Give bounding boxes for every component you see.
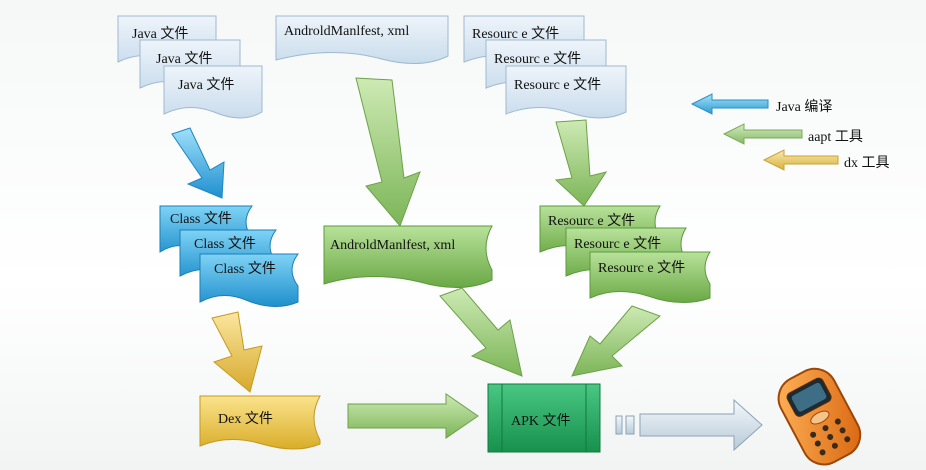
arrow-class-to-dex [211, 311, 263, 393]
resource-compiled-doc-3 [589, 251, 711, 304]
arrow-manifest-aapt [355, 77, 421, 227]
arrow-resource-aapt [554, 119, 608, 207]
resource-compiled-stack [539, 205, 711, 304]
arrow-apk-to-phone [615, 398, 763, 452]
apk-file-label: APK 文件 [511, 414, 571, 429]
legend-arrow-aapt [722, 123, 803, 145]
class-file-label-3: Class 文件 [214, 262, 276, 277]
resource-file-stack [463, 15, 627, 119]
manifest-source-doc [275, 15, 449, 65]
java-file-doc-3 [163, 65, 263, 119]
resource-file-label-1: Resourc e 文件 [472, 27, 560, 42]
arrow-dex-to-apk [347, 393, 479, 439]
dex-file-label: Dex 文件 [218, 412, 273, 427]
legend-arrow-java-compile [690, 93, 769, 115]
java-file-label-1: Java 文件 [132, 27, 189, 42]
legend-label-aapt: aapt 工具 [808, 130, 863, 145]
class-file-label-1: Class 文件 [170, 212, 232, 227]
dex-file-doc [199, 395, 321, 450]
class-file-doc-3 [199, 253, 299, 307]
resource-compiled-label-2: Resourc e 文件 [574, 237, 662, 252]
java-file-label-2: Java 文件 [156, 52, 213, 67]
legend-arrow-dx [762, 149, 839, 171]
manifest-compiled-doc [323, 225, 493, 289]
class-file-label-2: Class 文件 [194, 237, 256, 252]
resource-compiled-label-3: Resourc e 文件 [598, 261, 686, 276]
legend-label-dx: dx 工具 [844, 156, 890, 171]
java-file-stack [117, 15, 263, 119]
arrow-resource-to-apk [571, 305, 661, 377]
arrow-java-to-class [171, 127, 225, 199]
resource-file-doc-3 [505, 65, 627, 119]
apk-file-box [487, 383, 601, 453]
mobile-phone-icon [777, 367, 862, 466]
legend-label-java-compile: Java 编译 [776, 100, 833, 115]
manifest-source-label: AndroldManlfest, xml [284, 24, 410, 39]
resource-file-label-2: Resourc e 文件 [494, 52, 582, 67]
resource-file-label-3: Resourc e 文件 [514, 78, 602, 93]
class-file-stack [159, 205, 299, 307]
java-file-label-3: Java 文件 [178, 78, 235, 93]
arrow-manifest-to-apk [439, 287, 523, 377]
manifest-compiled-label: AndroldManlfest, xml [330, 238, 456, 253]
resource-compiled-label-1: Resourc e 文件 [548, 214, 636, 229]
